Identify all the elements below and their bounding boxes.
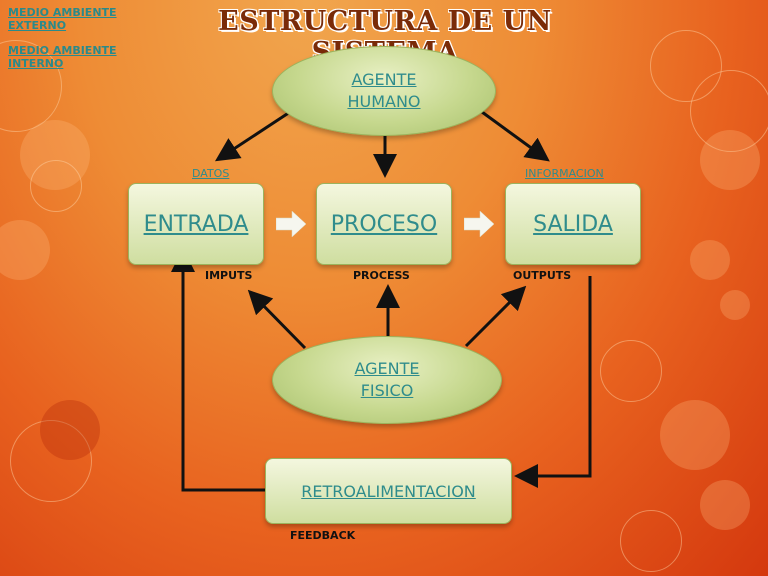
node-salida-label[interactable]: SALIDA — [533, 211, 613, 237]
node-proceso[interactable]: PROCESO — [316, 183, 452, 265]
node-salida[interactable]: SALIDA — [505, 183, 641, 265]
decor-bubble — [650, 30, 722, 102]
decor-bubble — [10, 420, 92, 502]
decor-bubble — [700, 130, 760, 190]
arrow-fisico-to-salida — [464, 285, 527, 348]
node-retroalimentacion-label[interactable]: RETROALIMENTACION — [301, 481, 476, 501]
block-arrow-right-icon — [276, 210, 306, 238]
node-agente-humano-label[interactable]: AGENTE HUMANO — [347, 70, 421, 111]
decor-bubble — [620, 510, 682, 572]
label-feedback: FEEDBACK — [290, 529, 356, 542]
decor-bubble — [690, 70, 768, 152]
arrow-retroalimentacion-to-entrada — [171, 248, 265, 492]
node-entrada[interactable]: ENTRADA — [128, 183, 264, 265]
node-retroalimentacion[interactable]: RETROALIMENTACION — [265, 458, 512, 524]
decor-bubble — [690, 240, 730, 280]
decor-bubble — [720, 290, 750, 320]
node-agente-fisico-label[interactable]: AGENTE FISICO — [354, 359, 420, 400]
label-process: PROCESS — [353, 269, 410, 282]
arrow-fisico-to-entrada — [247, 289, 307, 350]
medio-ambiente-externo-link[interactable]: MEDIO AMBIENTE EXTERNO — [8, 6, 117, 32]
label-informacion[interactable]: INFORMACION — [525, 167, 604, 180]
node-entrada-label[interactable]: ENTRADA — [143, 211, 249, 237]
medio-ambiente-interno-link[interactable]: MEDIO AMBIENTE INTERNO — [8, 44, 117, 70]
decor-bubble — [700, 480, 750, 530]
decor-bubble — [600, 340, 662, 402]
decor-bubble — [40, 400, 100, 460]
decor-bubble — [30, 160, 82, 212]
label-datos[interactable]: DATOS — [192, 167, 230, 180]
arrow-salida-to-retroalimentacion — [514, 276, 592, 488]
decor-bubble — [660, 400, 730, 470]
label-outputs: OUTPUTS — [513, 269, 572, 282]
node-agente-humano[interactable]: AGENTE HUMANO — [272, 46, 496, 136]
arrow-humano-to-entrada — [214, 110, 291, 162]
block-arrow-right-icon — [464, 210, 494, 238]
decor-bubble — [0, 220, 50, 280]
node-agente-fisico[interactable]: AGENTE FISICO — [272, 336, 502, 424]
arrow-humano-to-salida — [481, 110, 550, 162]
node-proceso-label[interactable]: PROCESO — [330, 211, 438, 237]
label-imputs: IMPUTS — [205, 269, 253, 282]
